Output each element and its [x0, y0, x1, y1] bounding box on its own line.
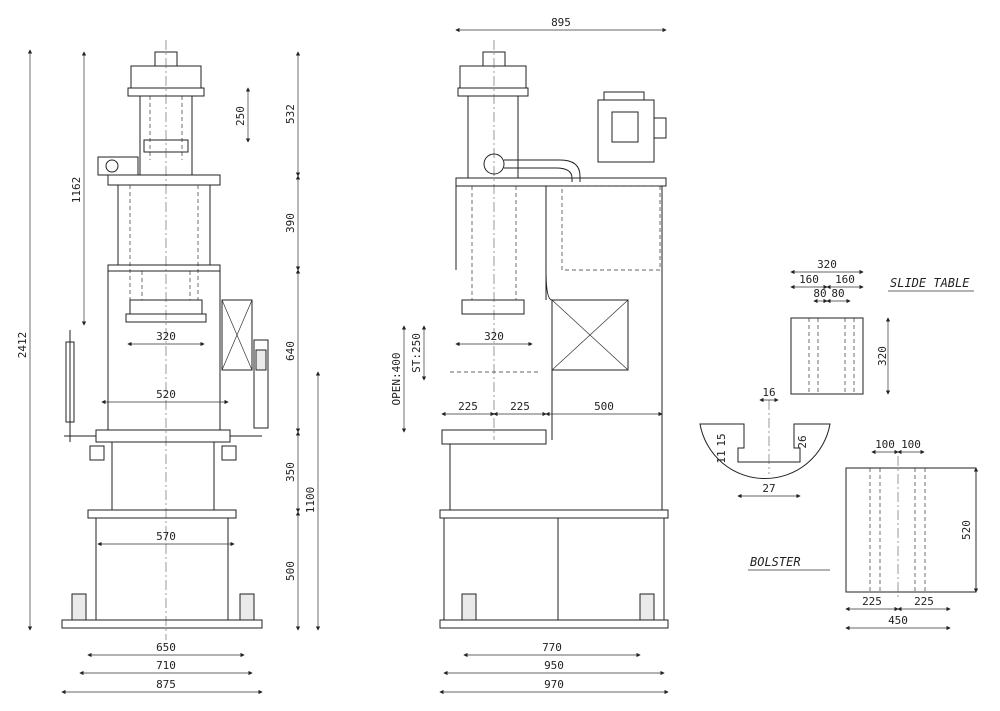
- dim-250: 250: [234, 106, 247, 126]
- slide-table-detail: SLIDE TABLE 320 160 160 80 80 320: [790, 258, 974, 395]
- dim-225-side-left: 225: [458, 400, 478, 413]
- st-dim-80-right: 80: [831, 287, 844, 300]
- dim-570: 570: [156, 530, 176, 543]
- ts-dim-11: 11: [715, 450, 728, 463]
- bolster-detail: BOLSTER 100 100 520 225 225 450: [748, 438, 979, 631]
- dim-895: 895: [551, 16, 571, 29]
- ts-dim-16: 16: [762, 386, 775, 399]
- bolster-label: BOLSTER: [750, 555, 801, 569]
- st-dim-320-top: 320: [817, 258, 837, 271]
- bo-dim-520: 520: [960, 520, 973, 540]
- slide-table-label: SLIDE TABLE: [890, 276, 970, 290]
- front-view: [61, 40, 269, 640]
- st-dim-160-left: 160: [799, 273, 819, 286]
- bo-dim-450: 450: [888, 614, 908, 627]
- dim-1162: 1162: [70, 177, 83, 204]
- dim-350: 350: [284, 462, 297, 482]
- t-slot-detail: 16 15 11 26 27: [699, 386, 831, 499]
- dim-650: 650: [156, 641, 176, 654]
- dim-2412: 2412: [16, 332, 29, 359]
- side-view: [439, 40, 669, 629]
- ts-dim-26: 26: [796, 435, 809, 448]
- st-dim-80-left: 80: [813, 287, 826, 300]
- dim-640: 640: [284, 341, 297, 361]
- ts-dim-27: 27: [762, 482, 775, 495]
- st-dim-320-side: 320: [876, 346, 889, 366]
- dim-open-400: OPEN:400: [390, 353, 403, 406]
- st-dim-160-right: 160: [835, 273, 855, 286]
- dim-500-side: 500: [594, 400, 614, 413]
- dim-875: 875: [156, 678, 176, 691]
- front-view-dimensions: 2412 1162 250 532 390 640 350 500 1100 3…: [16, 49, 321, 695]
- dim-320-front: 320: [156, 330, 176, 343]
- dim-950: 950: [544, 659, 564, 672]
- bo-dim-225-right: 225: [914, 595, 934, 608]
- bo-dim-100-right: 100: [901, 438, 921, 451]
- bo-dim-225-left: 225: [862, 595, 882, 608]
- ts-dim-15: 15: [715, 433, 728, 446]
- dim-stroke-250: ST:250: [410, 333, 423, 373]
- dim-320-side: 320: [484, 330, 504, 343]
- dim-1100: 1100: [304, 487, 317, 514]
- dim-500: 500: [284, 561, 297, 581]
- side-view-dimensions: 895 320 225 225 500 770 950 970 ST:250 O…: [390, 16, 669, 695]
- dim-520-front: 520: [156, 388, 176, 401]
- dim-710: 710: [156, 659, 176, 672]
- bo-dim-100-left: 100: [875, 438, 895, 451]
- dim-970: 970: [544, 678, 564, 691]
- dim-390: 390: [284, 213, 297, 233]
- dim-532: 532: [284, 104, 297, 124]
- dim-770: 770: [542, 641, 562, 654]
- dim-225-side-right: 225: [510, 400, 530, 413]
